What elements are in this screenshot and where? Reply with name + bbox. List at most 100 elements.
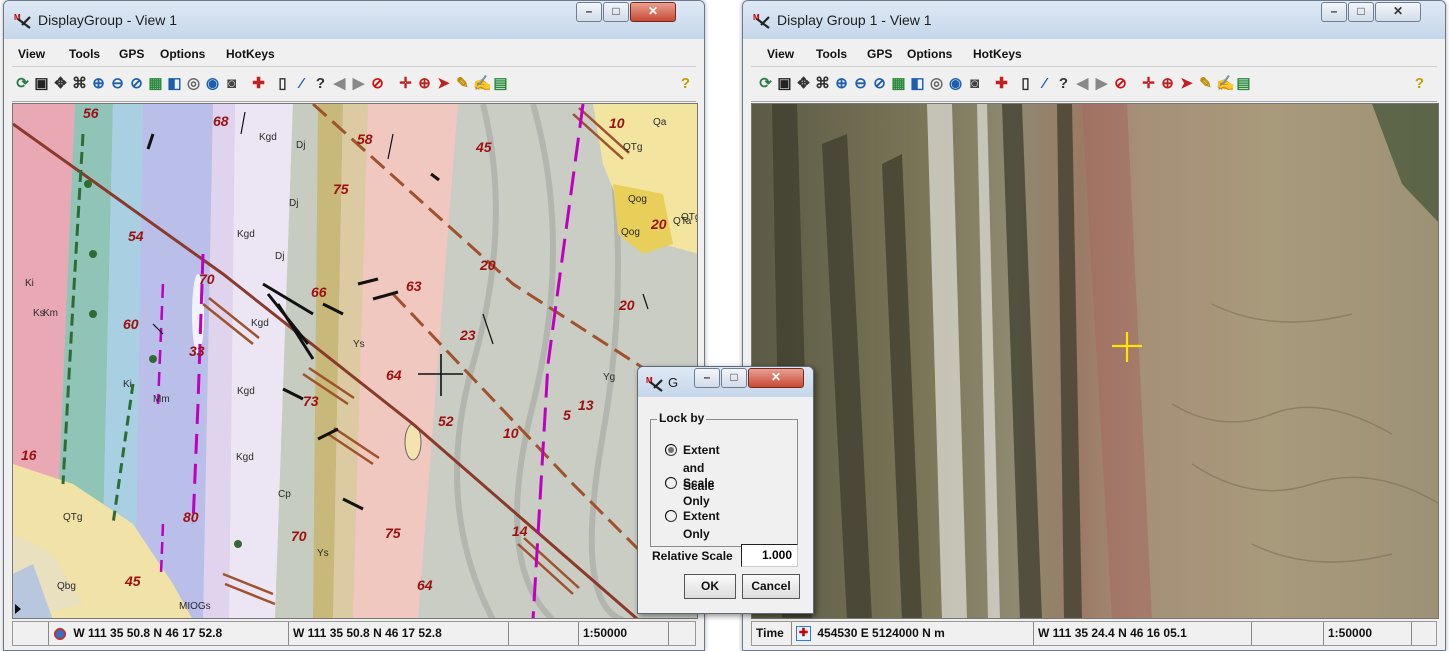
stop-icon[interactable]: ⊘: [1114, 75, 1127, 92]
pan-icon[interactable]: ✥: [797, 75, 810, 92]
back-icon[interactable]: ◀: [1076, 75, 1089, 92]
scale-icon[interactable]: ▯: [1021, 75, 1030, 92]
position-icon[interactable]: ✛: [399, 75, 412, 92]
maximize-button[interactable]: □: [721, 368, 747, 388]
tntmips-app-icon: M: [753, 13, 770, 29]
svg-text:M: M: [753, 13, 760, 22]
measure-icon[interactable]: ✎: [1199, 75, 1212, 92]
menu-options[interactable]: Options: [160, 47, 206, 61]
select-icon[interactable]: ◧: [910, 75, 925, 92]
pan-icon[interactable]: ✥: [54, 75, 67, 92]
layers-icon[interactable]: ▦: [891, 75, 906, 92]
full-view-icon[interactable]: ▣: [777, 75, 792, 92]
database-icon[interactable]: ◎: [929, 75, 944, 92]
redraw-icon[interactable]: ⟳: [759, 75, 772, 92]
crosshair-icon: [1112, 332, 1142, 362]
zoom-previous-icon[interactable]: ⊘: [873, 75, 886, 92]
right-toolbar: ⟳ ▣ ✥ ⌘ ⊕ ⊖ ⊘ ▦◧◎◉ ◙ ✚ ▯ ⁄? ◀ ▶ ⊘ ✛ ⊕ ➤ ✎✍▤?: [751, 68, 1437, 102]
menu-hotkeys[interactable]: HotKeys: [973, 47, 1022, 61]
left-geologic-map-view[interactable]: 56 68 58 45 10 20 75 54 70 66 63 20 20 6…: [12, 103, 698, 619]
gps-position-icon[interactable]: ✚: [796, 626, 811, 642]
relative-scale-input[interactable]: 1.000: [741, 544, 798, 567]
select-icon[interactable]: ◧: [167, 75, 182, 92]
close-icon: ✕: [647, 4, 659, 18]
cancel-button[interactable]: Cancel: [742, 574, 800, 599]
camera-icon[interactable]: ◙: [969, 75, 980, 92]
stop-icon[interactable]: ⊘: [371, 75, 384, 92]
camera-icon[interactable]: ◙: [226, 75, 237, 92]
zoom-box-icon[interactable]: ⌘: [815, 75, 830, 92]
legend-icon[interactable]: ▤: [1236, 75, 1251, 92]
zoom-scale-icon[interactable]: ⁄: [300, 75, 303, 92]
zoom-out-icon[interactable]: ⊖: [854, 75, 867, 92]
menu-hotkeys[interactable]: HotKeys: [226, 47, 275, 61]
right-satellite-view[interactable]: [751, 103, 1439, 619]
minimize-button[interactable]: –: [694, 368, 720, 388]
legend-icon[interactable]: ▤: [493, 75, 508, 92]
map-dip-label: 23: [459, 327, 476, 343]
pointer-icon[interactable]: ➤: [1180, 75, 1193, 92]
gps-icon[interactable]: ◉: [205, 75, 220, 92]
add-layer-icon[interactable]: ✚: [252, 75, 265, 92]
map-dip-label: 52: [438, 413, 454, 429]
zoom-out-icon[interactable]: ⊖: [111, 75, 124, 92]
minimize-icon: –: [585, 4, 593, 18]
help-cursor-icon[interactable]: ?: [1058, 75, 1069, 92]
gps-icon[interactable]: ◉: [948, 75, 963, 92]
menu-gps[interactable]: GPS: [867, 47, 893, 61]
add-layer-icon[interactable]: ✚: [995, 75, 1008, 92]
zoom-box-icon[interactable]: ⌘: [72, 75, 87, 92]
sketch-icon[interactable]: ✍: [473, 75, 492, 92]
svg-text:M: M: [14, 13, 21, 22]
menu-options[interactable]: Options: [907, 47, 953, 61]
zoom-scale-icon[interactable]: ⁄: [1043, 75, 1046, 92]
zoom-previous-icon[interactable]: ⊘: [130, 75, 143, 92]
close-button[interactable]: ✕: [1375, 2, 1421, 22]
minimize-button[interactable]: –: [576, 2, 602, 22]
maximize-button[interactable]: □: [603, 2, 629, 22]
menu-view[interactable]: View: [18, 47, 46, 61]
map-dip-label: 5: [563, 407, 571, 423]
measure-icon[interactable]: ✎: [456, 75, 469, 92]
map-dip-label: 45: [475, 139, 492, 155]
relative-scale-label: Relative Scale: [652, 549, 733, 563]
back-icon[interactable]: ◀: [333, 75, 346, 92]
sketch-icon[interactable]: ✍: [1216, 75, 1235, 92]
help-cursor-icon[interactable]: ?: [315, 75, 326, 92]
minimize-icon: –: [1330, 4, 1338, 18]
maximize-button[interactable]: □: [1348, 2, 1374, 22]
close-button[interactable]: ✕: [748, 368, 804, 388]
help-icon[interactable]: ?: [1414, 75, 1425, 92]
redraw-icon[interactable]: ⟳: [16, 75, 29, 92]
position-icon[interactable]: ✛: [1142, 75, 1155, 92]
gps-link-icon[interactable]: [53, 626, 67, 641]
menu-tools[interactable]: Tools: [816, 47, 848, 61]
help-icon[interactable]: ?: [680, 75, 691, 92]
menu-tools[interactable]: Tools: [69, 47, 101, 61]
right-title-bar[interactable]: M Display Group 1 - View 1 – □ ✕: [743, 1, 1445, 39]
ok-button[interactable]: OK: [684, 574, 736, 599]
database-icon[interactable]: ◎: [186, 75, 201, 92]
map-dip-label: 60: [123, 316, 139, 332]
map-dip-label: 75: [333, 181, 349, 197]
minimize-button[interactable]: –: [1321, 2, 1347, 22]
forward-icon[interactable]: ▶: [352, 75, 365, 92]
full-view-icon[interactable]: ▣: [34, 75, 49, 92]
layers-icon[interactable]: ▦: [148, 75, 163, 92]
menu-view[interactable]: View: [767, 47, 795, 61]
menu-gps[interactable]: GPS: [119, 47, 145, 61]
zoom-tool-icon[interactable]: ⊕: [1161, 75, 1174, 92]
zoom-in-icon[interactable]: ⊕: [92, 75, 105, 92]
map-dip-label: 73: [303, 393, 319, 409]
zoom-tool-icon[interactable]: ⊕: [418, 75, 431, 92]
dialog-title-bar[interactable]: M G – □ ✕: [638, 367, 813, 397]
scale-icon[interactable]: ▯: [278, 75, 287, 92]
zoom-in-icon[interactable]: ⊕: [835, 75, 848, 92]
forward-icon[interactable]: ▶: [1095, 75, 1108, 92]
close-button[interactable]: ✕: [630, 2, 676, 22]
status-latlon-cell: W 111 35 24.4 N 46 16 05.1: [1034, 622, 1252, 645]
minimize-icon: –: [703, 370, 711, 384]
pointer-icon[interactable]: ➤: [437, 75, 450, 92]
svg-text:M: M: [646, 376, 653, 385]
left-title-bar[interactable]: M DisplayGroup - View 1 – □ ✕: [4, 1, 704, 39]
